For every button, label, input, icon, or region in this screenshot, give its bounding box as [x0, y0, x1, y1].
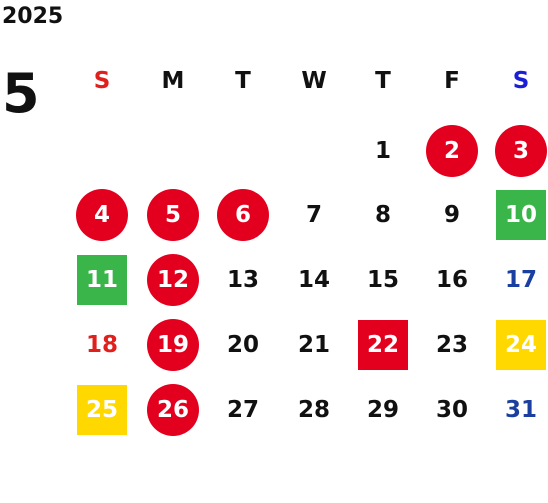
day-cell: 1	[374, 138, 391, 164]
day-cell: 4	[76, 189, 128, 241]
day-cell: 6	[217, 189, 269, 241]
day-cell: 26	[147, 384, 199, 436]
day-cell: 25	[77, 385, 127, 435]
day-cell: 28	[297, 397, 330, 423]
weekday-label: W	[301, 68, 327, 94]
day-cell: 29	[366, 397, 399, 423]
weekday-label: M	[161, 68, 185, 94]
day-cell: 9	[443, 202, 460, 228]
day-cell: 17	[504, 267, 537, 293]
day-cell: 10	[496, 190, 546, 240]
day-cell: 15	[366, 267, 399, 293]
month-number: 5	[2, 62, 40, 125]
weekday-label: T	[235, 68, 251, 94]
weekday-label: F	[444, 68, 460, 94]
day-cell: 12	[147, 254, 199, 306]
day-cell: 22	[358, 320, 408, 370]
day-cell: 16	[435, 267, 468, 293]
day-cell: 31	[504, 397, 537, 423]
day-cell: 21	[297, 332, 330, 358]
day-cell: 14	[297, 267, 330, 293]
weekday-label: S	[512, 68, 530, 94]
day-cell: 24	[496, 320, 546, 370]
day-cell: 7	[305, 202, 322, 228]
weekday-label: T	[375, 68, 391, 94]
day-cell: 8	[374, 202, 391, 228]
day-cell: 27	[226, 397, 259, 423]
day-cell: 11	[77, 255, 127, 305]
day-cell: 19	[147, 319, 199, 371]
day-cell: 30	[435, 397, 468, 423]
day-cell: 2	[426, 125, 478, 177]
weekday-label: S	[93, 68, 111, 94]
day-cell: 5	[147, 189, 199, 241]
year-label: 2025	[2, 4, 64, 29]
day-cell: 3	[495, 125, 547, 177]
day-cell: 13	[226, 267, 259, 293]
day-cell: 23	[435, 332, 468, 358]
day-cell: 20	[226, 332, 259, 358]
day-cell: 18	[85, 332, 118, 358]
